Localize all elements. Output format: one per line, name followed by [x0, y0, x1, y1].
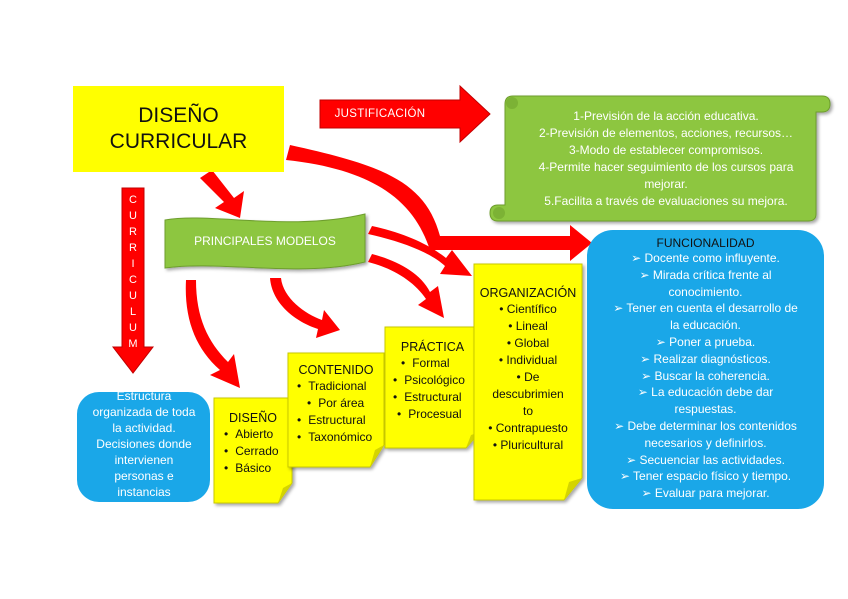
diseno-item: Cerrado	[224, 443, 292, 460]
arrow-bullet-icon: ➢	[619, 469, 634, 484]
structure-text: Estructura organizada de toda la activid…	[80, 388, 208, 500]
contenido-item: Taxonómico	[297, 429, 384, 446]
funcionalidad-title: FUNCIONALIDAD	[656, 236, 755, 250]
practica-item: Procesual	[393, 406, 480, 423]
funcionalidad-line: necesarios y definirlos.	[644, 435, 767, 450]
diseno-item: Básico	[224, 460, 292, 477]
arrow-to-diseno	[185, 280, 240, 388]
arrow-to-contenido	[270, 278, 340, 338]
title-line-1: DISEÑO	[138, 104, 219, 127]
models-label: PRINCIPALES MODELOS	[194, 234, 336, 248]
arrow-bullet-icon: ➢	[639, 267, 653, 282]
funcionalidad-line: ➢ Poner a prueba.	[655, 334, 756, 349]
structure-line: intervienen	[114, 453, 174, 467]
funcionalidad-box	[587, 230, 824, 509]
justification-item: 3-Modo de establecer compromisos.	[568, 143, 764, 157]
structure-line: la actividad.	[112, 421, 176, 435]
structure-line: Estructura	[116, 389, 172, 403]
practica-content: PRÁCTICA Formal Psicológico Estructural …	[385, 340, 480, 423]
practica-item: Psicológico	[393, 372, 480, 389]
organizacion-item: • De	[516, 370, 540, 384]
organizacion-item: • Contrapuesto	[488, 421, 568, 435]
curriculum-letter: M	[128, 338, 138, 350]
funcionalidad-line: conocimiento.	[668, 284, 743, 299]
models-arrow	[200, 170, 244, 218]
structure-line: Decisiones donde	[96, 437, 192, 451]
organizacion-item: • Pluricultural	[492, 438, 564, 452]
arrow-bullet-icon: ➢	[641, 368, 655, 383]
organizacion-item-cont: descubrimien	[492, 387, 564, 401]
models-banner	[164, 213, 366, 270]
practica-item: Estructural	[393, 389, 480, 406]
structure-line: personas e	[114, 469, 174, 483]
funcionalidad-line: la educación.	[670, 318, 741, 333]
practica-title: PRÁCTICA	[400, 340, 465, 354]
arrow-to-organizacion	[368, 226, 472, 276]
justification-label: JUSTIFICACIÓN	[334, 108, 426, 120]
arrow-to-practica	[368, 254, 444, 318]
organizacion-title: ORGANIZACIÓN	[479, 286, 577, 300]
title-box: DISEÑO CURRICULAR	[73, 86, 284, 172]
curriculum-arrow	[111, 187, 155, 374]
justification-item: 1-Previsión de la acción educativa.	[573, 109, 759, 123]
funcionalidad-line: ➢ Secuenciar las actividades.	[626, 452, 785, 467]
curriculum-letter: R	[129, 242, 137, 254]
curriculum-letter: I	[131, 258, 135, 270]
curriculum-letter: U	[129, 290, 137, 302]
contenido-item: Estructural	[297, 412, 384, 429]
funcionalidad-line: ➢ Evaluar para mejorar.	[641, 486, 770, 501]
funcionalidad-line: ➢ Docente como influyente.	[631, 251, 780, 265]
funcionalidad-line: ➢ Debe determinar los contenidos	[614, 418, 797, 433]
contenido-item: Por área	[297, 395, 384, 412]
curriculum-letter: U	[129, 210, 137, 222]
arrow-bullet-icon: ➢	[655, 334, 670, 349]
diseno-content: DISEÑO Abierto Cerrado Básico	[214, 411, 292, 477]
funcionalidad-line: respuestas.	[674, 402, 737, 417]
arrow-bullet-icon: ➢	[614, 418, 628, 433]
funcionalidad-arrow	[286, 145, 592, 261]
contenido-content: CONTENIDO Tradicional Por área Estructur…	[288, 363, 384, 446]
curriculum-letter: C	[129, 274, 137, 286]
funcionalidad-line: ➢ Realizar diagnósticos.	[640, 351, 771, 366]
arrow-bullet-icon: ➢	[637, 385, 652, 400]
structure-box	[77, 392, 210, 502]
funcionalidad-list: ➢ Docente como influyente. ➢ Mirada críti…	[593, 250, 818, 502]
diseno-item: Abierto	[224, 426, 292, 443]
funcionalidad-line: ➢ Buscar la coherencia.	[641, 368, 770, 383]
title-line-2: CURRICULAR	[109, 130, 248, 153]
arrow-bullet-icon: ➢	[626, 452, 640, 467]
structure-line: organizada de toda	[92, 405, 196, 419]
arrow-bullet-icon: ➢	[640, 351, 654, 366]
arrow-bullet-icon: ➢	[631, 251, 645, 265]
structure-line: instancias	[117, 485, 171, 499]
justification-item: 2-Previsión de elementos, acciones, recu…	[538, 126, 794, 140]
justification-item: 5.Facilita a través de evaluaciones su m…	[544, 194, 788, 208]
contenido-item: Tradicional	[297, 378, 384, 395]
organizacion-content: ORGANIZACIÓN • Científico • Lineal • Glo…	[474, 286, 582, 454]
organizacion-item: • Lineal	[508, 319, 548, 333]
justification-scroll	[489, 95, 831, 222]
justification-item: 4-Permite hacer seguimiento de los curso…	[538, 160, 794, 191]
justification-arrow	[319, 84, 491, 144]
curriculum-letter: R	[129, 226, 137, 238]
diseno-title: DISEÑO	[229, 411, 277, 425]
arrow-bullet-icon: ➢	[613, 301, 627, 316]
funcionalidad-line: ➢ Tener espacio físico y tiempo.	[619, 469, 792, 484]
contenido-title: CONTENIDO	[298, 363, 374, 377]
curriculum-letter: C	[129, 194, 137, 206]
organizacion-item: • Global	[506, 336, 550, 350]
funcionalidad-line: ➢ Tener en cuenta el desarrollo de	[613, 301, 798, 316]
organizacion-item: • Individual	[498, 353, 558, 367]
arrow-bullet-icon: ➢	[641, 486, 655, 501]
funcionalidad-line: ➢ Mirada crítica frente al	[639, 267, 772, 282]
curriculum-letter: U	[129, 322, 137, 334]
funcionalidad-line: ➢ La educación debe dar	[637, 385, 774, 400]
justification-list: 1-Previsión de la acción educativa. 2-Pr…	[516, 108, 816, 210]
organizacion-item-cont: to	[522, 404, 533, 418]
practica-item: Formal	[393, 355, 480, 372]
curriculum-letter: L	[129, 306, 137, 318]
organizacion-item: • Científico	[499, 302, 557, 316]
